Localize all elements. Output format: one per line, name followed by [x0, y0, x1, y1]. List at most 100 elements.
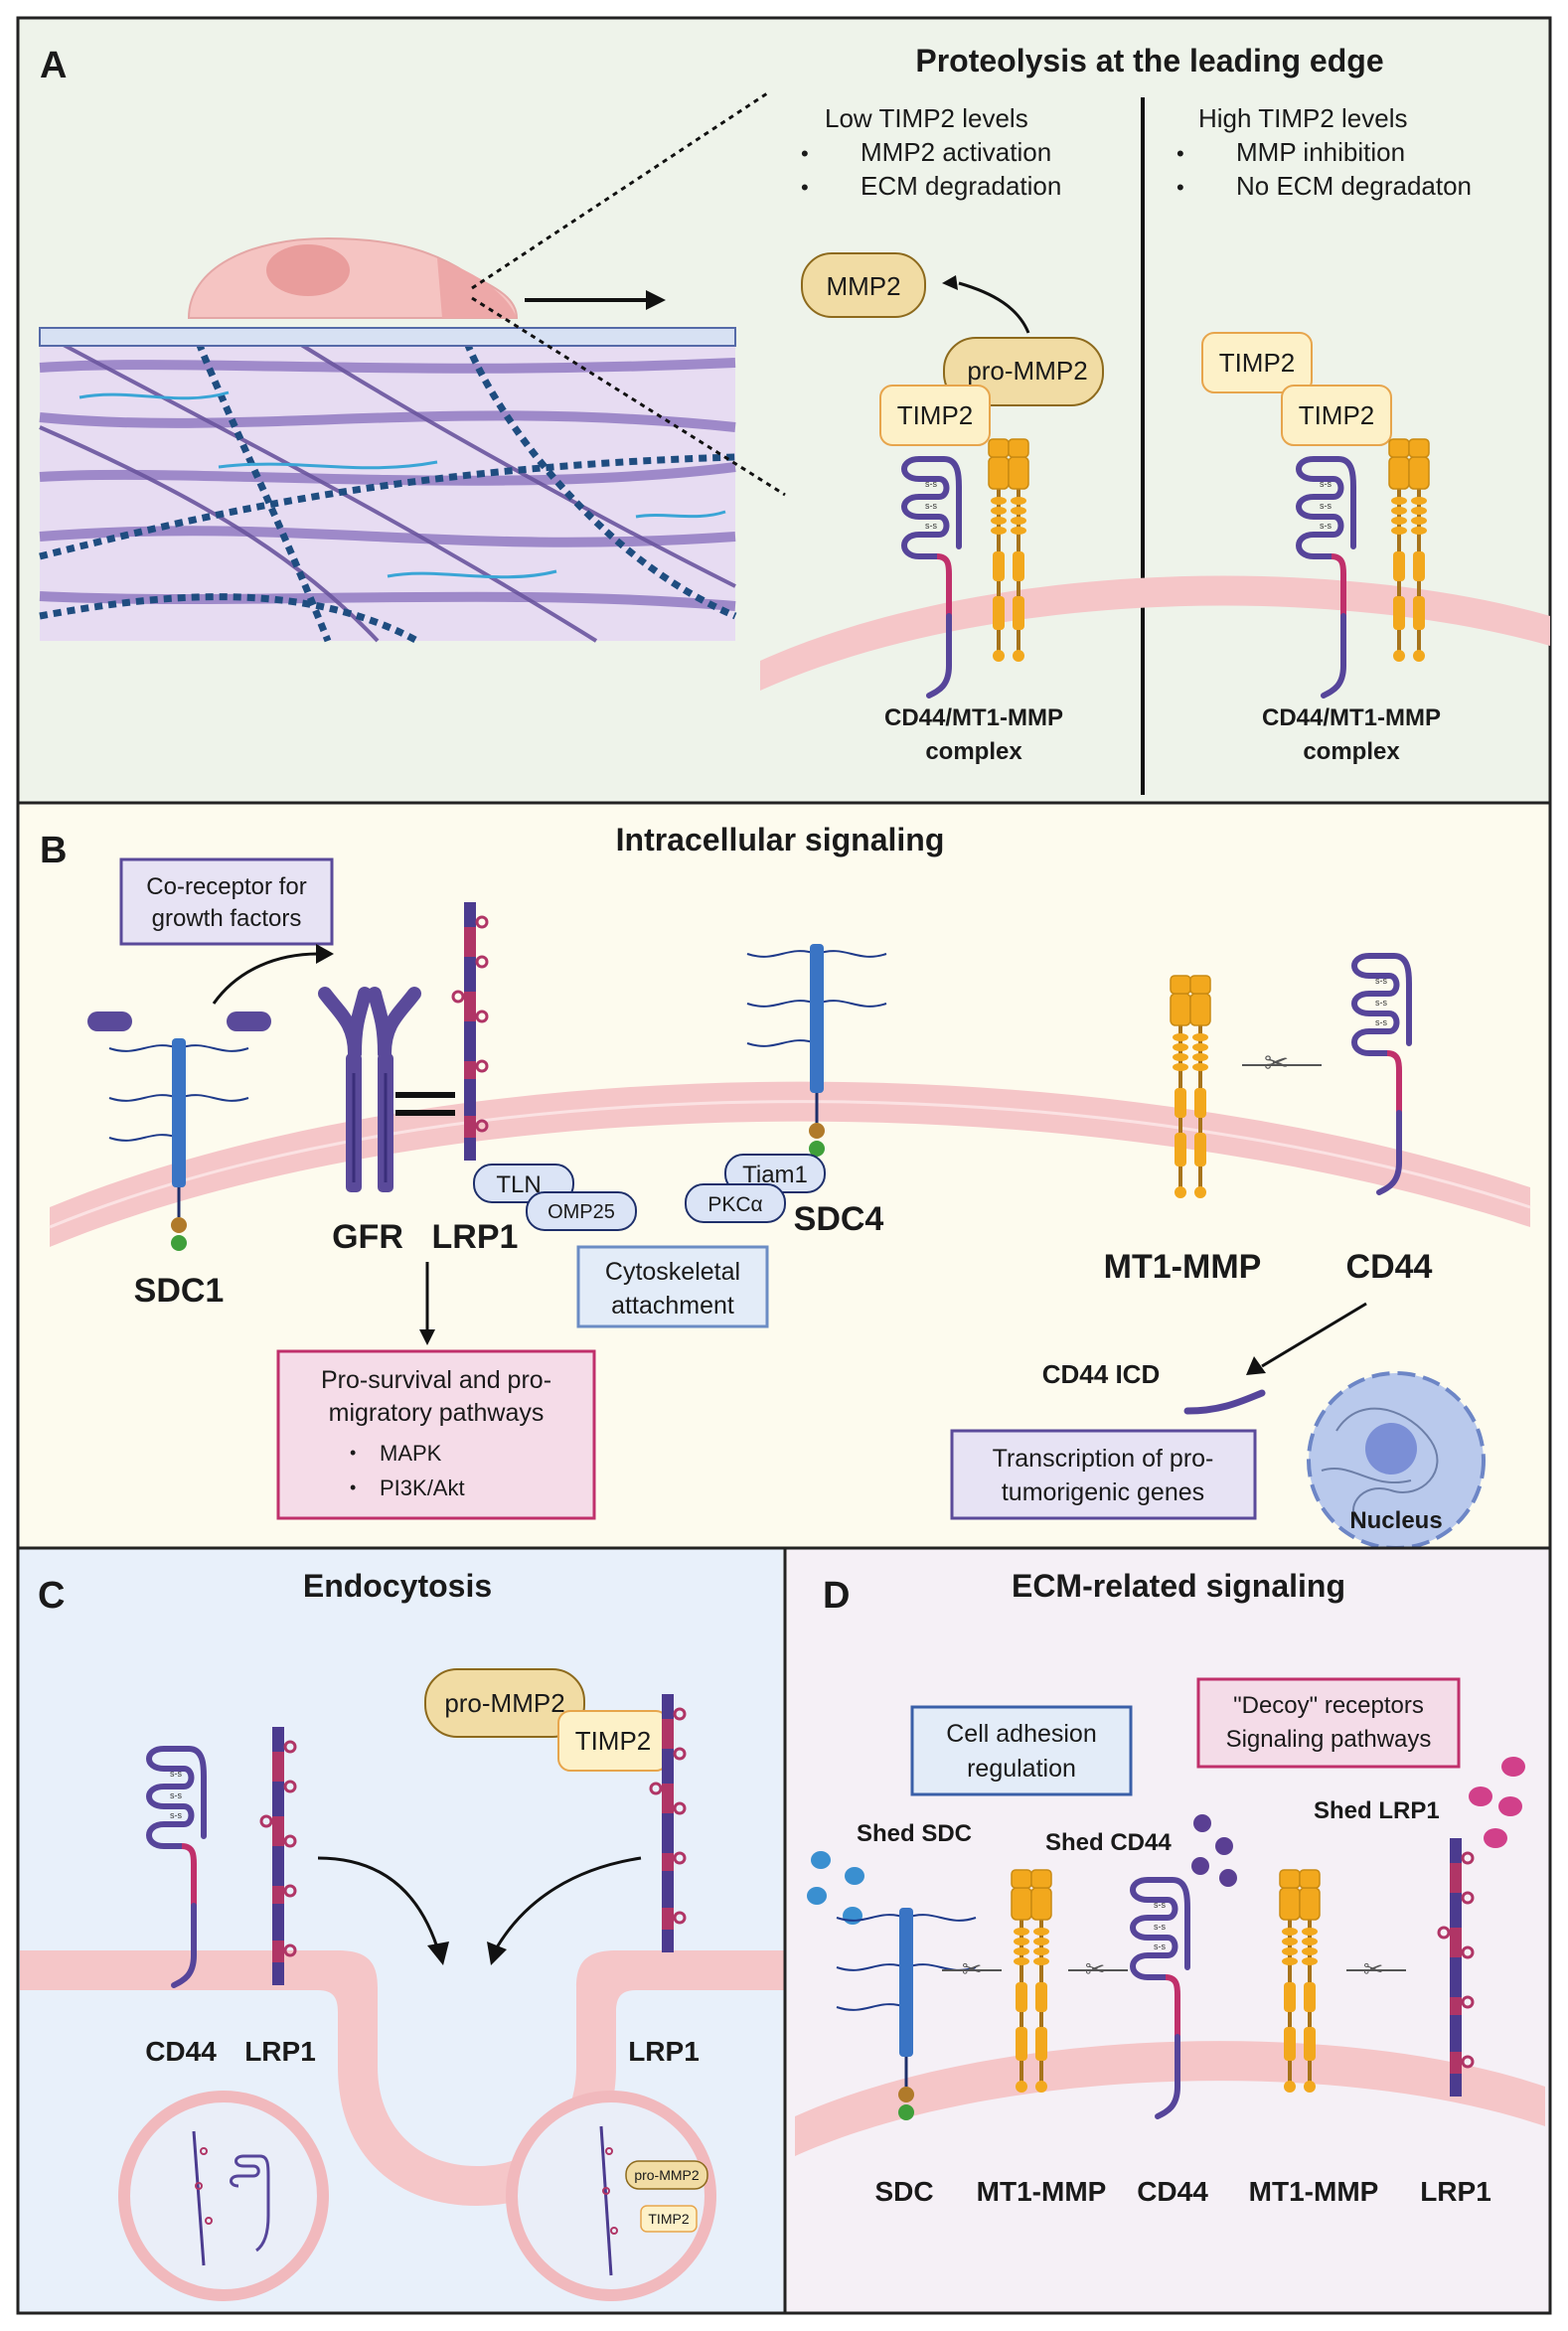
svg-text:•: •	[801, 175, 809, 200]
coreceptor-line-2: growth factors	[152, 905, 302, 932]
panel-c-letter: C	[38, 1575, 65, 1617]
panel-a-letter: A	[40, 45, 67, 86]
shed-lrp1-fragments	[1469, 1757, 1525, 1848]
pathway-pi3k: PI3K/Akt	[380, 1476, 465, 1500]
complex-label-low-1: CD44/MT1-MMP	[884, 704, 1063, 731]
panel-a-title: Proteolysis at the leading edge	[915, 43, 1383, 78]
scissors-icon-d-2: ✂	[1068, 1956, 1128, 1983]
tln-label: TLN	[496, 1171, 541, 1198]
mmp2-label: MMP2	[826, 271, 900, 301]
panel-c: C Endocytosis CD44 LRP1 pro-MMP2 TIMP2 L…	[16, 1546, 787, 2315]
svg-text:•: •	[350, 1477, 356, 1497]
mt1-mmp-label-d-1: MT1-MMP	[977, 2176, 1107, 2207]
panel-a: A Proteolysis at the leading edge	[16, 16, 1552, 805]
panel-b-title: Intracellular signaling	[616, 822, 945, 857]
pro-mmp2-shape-c	[424, 1668, 585, 1738]
coreceptor-line-1: Co-receptor for	[146, 873, 306, 900]
svg-text:•: •	[801, 141, 809, 166]
timp2-shape-high-1	[1201, 332, 1313, 393]
coreceptor-box	[119, 857, 334, 946]
vesicle-timp2-shape	[640, 2205, 698, 2233]
timp2-shape-low	[879, 385, 991, 446]
sdc4-label: SDC4	[794, 1200, 884, 1238]
vesicle-pro-mmp2-label: pro-MMP2	[634, 2167, 700, 2183]
complex-label-high-1: CD44/MT1-MMP	[1262, 704, 1441, 731]
panel-b-letter: B	[40, 830, 67, 871]
decoy-box	[1196, 1677, 1461, 1769]
shed-lrp1-label: Shed LRP1	[1314, 1797, 1440, 1824]
transcription-line-1: Transcription of pro-	[993, 1445, 1214, 1473]
svg-text:•: •	[1176, 175, 1184, 200]
decoy-line-2: Signaling pathways	[1226, 1726, 1432, 1753]
timp2-label-c: TIMP2	[575, 1726, 652, 1756]
vesicle-timp2-label: TIMP2	[648, 2211, 689, 2227]
panel-d: D ECM-related signaling Cell adhesion re…	[783, 1546, 1552, 2315]
cd44-label-c: CD44	[145, 2036, 217, 2067]
cd44-label-b: CD44	[1346, 1248, 1433, 1286]
cell-adhesion-line-1: Cell adhesion	[946, 1720, 1097, 1748]
panel-d-letter: D	[823, 1575, 850, 1617]
ecm-illustration	[39, 89, 786, 645]
lrp1-label-b: LRP1	[432, 1218, 519, 1256]
low-timp2-bullet-2: ECM degradation	[861, 171, 1061, 201]
scissors-icon-d-1: ✂	[942, 1956, 1002, 1983]
cd44-label-d: CD44	[1137, 2176, 1208, 2207]
omp25-label: OMP25	[548, 1201, 615, 1223]
panel-b: B Intracellular signaling Co-receptor fo…	[16, 801, 1552, 1550]
pro-mmp2-label: pro-MMP2	[967, 356, 1087, 386]
low-timp2-heading: Low TIMP2 levels	[825, 103, 1028, 133]
lrp1-label-c-right: LRP1	[628, 2036, 700, 2067]
cell-adhesion-line-2: regulation	[967, 1755, 1076, 1783]
shed-cd44-fragments	[1191, 1814, 1237, 1887]
transcription-line-2: tumorigenic genes	[1002, 1478, 1204, 1506]
panel-d-membrane	[795, 2041, 1545, 2156]
lrp1-label-d: LRP1	[1420, 2176, 1491, 2207]
panel-b-membrane	[50, 1081, 1530, 1247]
complex-label-high-2: complex	[1303, 738, 1400, 765]
shed-cd44-label: Shed CD44	[1045, 1829, 1172, 1856]
omp25-shape	[526, 1191, 637, 1231]
cytoskeletal-line-1: Cytoskeletal	[605, 1258, 740, 1286]
lrp1-label-c-left: LRP1	[244, 2036, 316, 2067]
high-timp2-bullet-2: No ECM degradaton	[1236, 171, 1472, 201]
timp2-shape-high-2	[1281, 385, 1392, 446]
pro-mmp2-label-c: pro-MMP2	[444, 1688, 564, 1718]
scissors-icon-d-3: ✂	[1346, 1956, 1406, 1983]
transcription-box	[950, 1429, 1257, 1520]
scissors-icon-b: ✂	[1264, 1047, 1289, 1080]
complex-label-low-2: complex	[925, 738, 1022, 765]
mt1-mmp-label-d-2: MT1-MMP	[1249, 2176, 1379, 2207]
pathway-mapk: MAPK	[380, 1441, 442, 1466]
growth-factor-left	[87, 1011, 132, 1031]
pro-survival-line-2: migratory pathways	[329, 1399, 545, 1427]
panel-d-title: ECM-related signaling	[1012, 1568, 1345, 1604]
decoy-line-1: "Decoy" receptors	[1233, 1692, 1424, 1719]
svg-text:•: •	[350, 1443, 356, 1463]
growth-factor-right	[227, 1011, 271, 1031]
pro-survival-box	[276, 1349, 596, 1520]
sdc1-label: SDC1	[134, 1272, 225, 1310]
pkca-label: PKCα	[707, 1193, 762, 1216]
high-timp2-bullet-1: MMP inhibition	[1236, 137, 1405, 167]
panel-a-membrane	[760, 575, 1550, 691]
gfr-label: GFR	[332, 1218, 403, 1256]
mt1-mmp-label-b: MT1-MMP	[1104, 1248, 1262, 1286]
nucleus-label: Nucleus	[1349, 1507, 1442, 1534]
low-timp2-bullet-1: MMP2 activation	[861, 137, 1051, 167]
svg-text:•: •	[1176, 141, 1184, 166]
shed-sdc-label: Shed SDC	[857, 1820, 972, 1847]
cd44-icd-label: CD44 ICD	[1042, 1359, 1160, 1389]
timp2-label-high-2: TIMP2	[1299, 400, 1375, 430]
sdc-label-d: SDC	[874, 2176, 933, 2207]
vesicle-left	[118, 2091, 329, 2301]
mmp2-shape	[801, 252, 926, 318]
pkca-shape	[685, 1183, 786, 1223]
high-timp2-heading: High TIMP2 levels	[1198, 103, 1408, 133]
pro-survival-line-1: Pro-survival and pro-	[321, 1366, 551, 1394]
cytoskeletal-line-2: attachment	[611, 1292, 734, 1320]
timp2-label-low: TIMP2	[897, 400, 974, 430]
vesicle-pro-mmp2-shape	[625, 2160, 708, 2190]
timp2-label-high-1: TIMP2	[1219, 348, 1296, 378]
cd44-icd-fragment	[1183, 1389, 1266, 1415]
